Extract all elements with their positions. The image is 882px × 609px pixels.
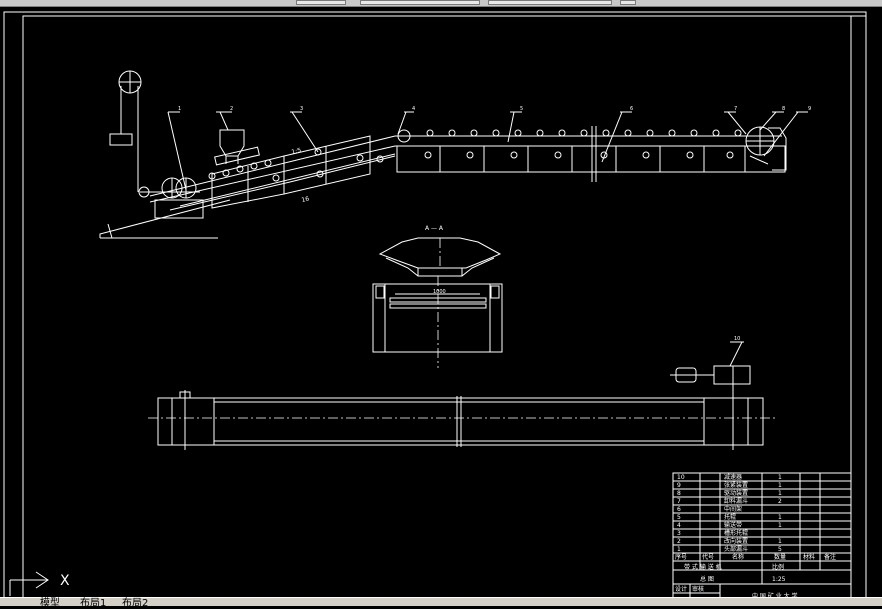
layout-tabs: 模型 布局1 布局2 <box>0 597 882 609</box>
bom-row-1-no: 1 <box>677 546 681 553</box>
bom-header-qty: 数量 <box>774 553 786 561</box>
section-label: A — A <box>425 225 444 232</box>
bom-header-remark: 备注 <box>824 553 836 561</box>
callout-8: 8 <box>782 106 785 112</box>
bom-header-code: 代号 <box>702 553 714 561</box>
section-a-a-view: A — A 1000 <box>372 225 503 368</box>
horizontal-frame <box>396 145 786 173</box>
scale-label: 比例 <box>772 563 784 571</box>
bom-row-2-no: 2 <box>677 538 681 545</box>
bom-row-7-no: 7 <box>677 498 681 505</box>
drawing-title: 带 式 输 送 机 <box>684 563 722 571</box>
bom-row-4-qty: 1 <box>778 522 782 529</box>
idler-row <box>208 129 742 182</box>
bom-table <box>672 472 852 603</box>
toolbar <box>0 0 882 7</box>
callout-6: 6 <box>630 106 633 112</box>
bom-row-5-qty: 1 <box>778 514 782 521</box>
callout-4: 4 <box>412 106 415 112</box>
tab-model[interactable]: 模型 <box>40 598 60 609</box>
section-frame <box>372 283 503 353</box>
lineweight-button[interactable] <box>620 0 636 5</box>
bom-row-10-name: 减速器 <box>724 473 742 481</box>
bom-row-8-name: 驱动装置 <box>724 489 748 497</box>
inline-label-b: 16 <box>301 195 310 204</box>
inline-label-a: 1:5 <box>291 147 302 156</box>
bom-row-2-qty: 1 <box>778 538 782 545</box>
ucs-x-label: X <box>60 573 70 589</box>
bom-row-4-name: 输送带 <box>724 521 742 529</box>
bom-row-3-no: 3 <box>677 530 681 537</box>
callout-9: 9 <box>808 106 811 112</box>
linetype-dropdown[interactable] <box>488 0 612 5</box>
bom-row-6-no: 6 <box>677 506 681 513</box>
bom-row-1-qty: 5 <box>778 546 782 553</box>
bom-row-1-name: 头部漏斗 <box>724 545 748 553</box>
callout-leaders <box>167 111 808 191</box>
bom-row-3-name: 槽形托辊 <box>724 529 748 537</box>
bom-row-9-no: 9 <box>677 482 681 489</box>
layer-dropdown[interactable] <box>296 0 346 5</box>
drawn-by: 设计 <box>675 585 687 593</box>
bom-row-5-name: 托辊 <box>724 513 736 521</box>
bom-row-2-name: 改向装置 <box>724 537 748 545</box>
model-space[interactable]: 1 2 3 4 5 6 7 8 9 1:5 16 A — A 1000 <box>0 6 882 606</box>
callout-10: 10 <box>734 336 740 342</box>
reducer <box>713 365 751 385</box>
side-elevation-view: 1 2 3 4 5 6 7 8 9 1:5 16 <box>99 70 811 239</box>
bom-row-8-qty: 1 <box>778 490 782 497</box>
school-name: 中 国 矿 业 大 学 <box>752 592 798 600</box>
feed-hopper <box>219 129 245 157</box>
counterweight <box>109 133 133 146</box>
drawing-subtitle: 总 图 <box>700 575 714 583</box>
bom-header-name: 名称 <box>732 553 744 561</box>
ucs-icon: X <box>9 571 70 596</box>
section-width-dim: 1000 <box>433 289 446 295</box>
bom-row-6-name: 中间架 <box>724 505 742 513</box>
callout-2: 2 <box>230 106 233 112</box>
checked-by: 审核 <box>692 585 704 593</box>
bom-header-material: 材料 <box>803 553 815 561</box>
bom-row-5-no: 5 <box>677 514 681 521</box>
bom-row-9-name: 张紧装置 <box>724 481 748 489</box>
tab-layout2[interactable]: 布局2 <box>122 598 149 609</box>
bom-row-7-name: 卸料漏斗 <box>724 497 748 505</box>
callout-7: 7 <box>734 106 737 112</box>
troughed-belt <box>378 237 502 269</box>
bom-row-10-no: 10 <box>677 474 685 481</box>
drive-base <box>154 199 204 219</box>
bom-row-4-no: 4 <box>677 522 681 529</box>
bom-row-9-qty: 1 <box>778 482 782 489</box>
callout-5: 5 <box>520 106 523 112</box>
tab-layout1[interactable]: 布局1 <box>80 598 107 609</box>
bom-row-7-qty: 2 <box>778 498 782 505</box>
bom-header-seq: 序号 <box>675 553 687 561</box>
callout-3: 3 <box>300 106 303 112</box>
scale-value: 1:25 <box>772 576 786 583</box>
plan-view: 10 <box>148 336 775 450</box>
bom-row-10-qty: 1 <box>778 474 782 481</box>
bom-row-8-no: 8 <box>677 490 681 497</box>
callout-1: 1 <box>178 106 181 112</box>
upper-belt <box>149 135 782 197</box>
color-dropdown[interactable] <box>360 0 480 5</box>
